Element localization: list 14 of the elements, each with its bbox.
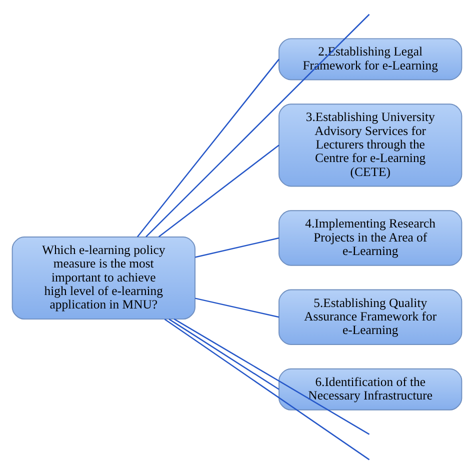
connector bbox=[195, 298, 280, 318]
connector bbox=[195, 237, 280, 258]
node-box: Which e-learning policy measure is the most important to achieve high level of e-learning application in MNU? bbox=[12, 236, 196, 320]
node-box: 4.Implementing Research Projects in the Area of e-Learning bbox=[278, 210, 462, 266]
connector bbox=[174, 318, 370, 435]
connector bbox=[164, 318, 370, 460]
node-box: 3.Establishing University Advisory Services for Lecturers through the Centre for e-Learning (CETE) bbox=[278, 104, 462, 187]
node-box: 5.Establishing Quality Assurance Framework for e-Learning bbox=[278, 289, 462, 345]
node-box: 6.Identification of the Necessary Infrastructure bbox=[278, 368, 462, 410]
connector bbox=[158, 144, 280, 238]
node-box: 2.Establishing Legal Framework for e-Learning bbox=[278, 38, 462, 80]
connector bbox=[168, 318, 280, 390]
connector bbox=[136, 58, 280, 238]
connector bbox=[146, 14, 370, 238]
